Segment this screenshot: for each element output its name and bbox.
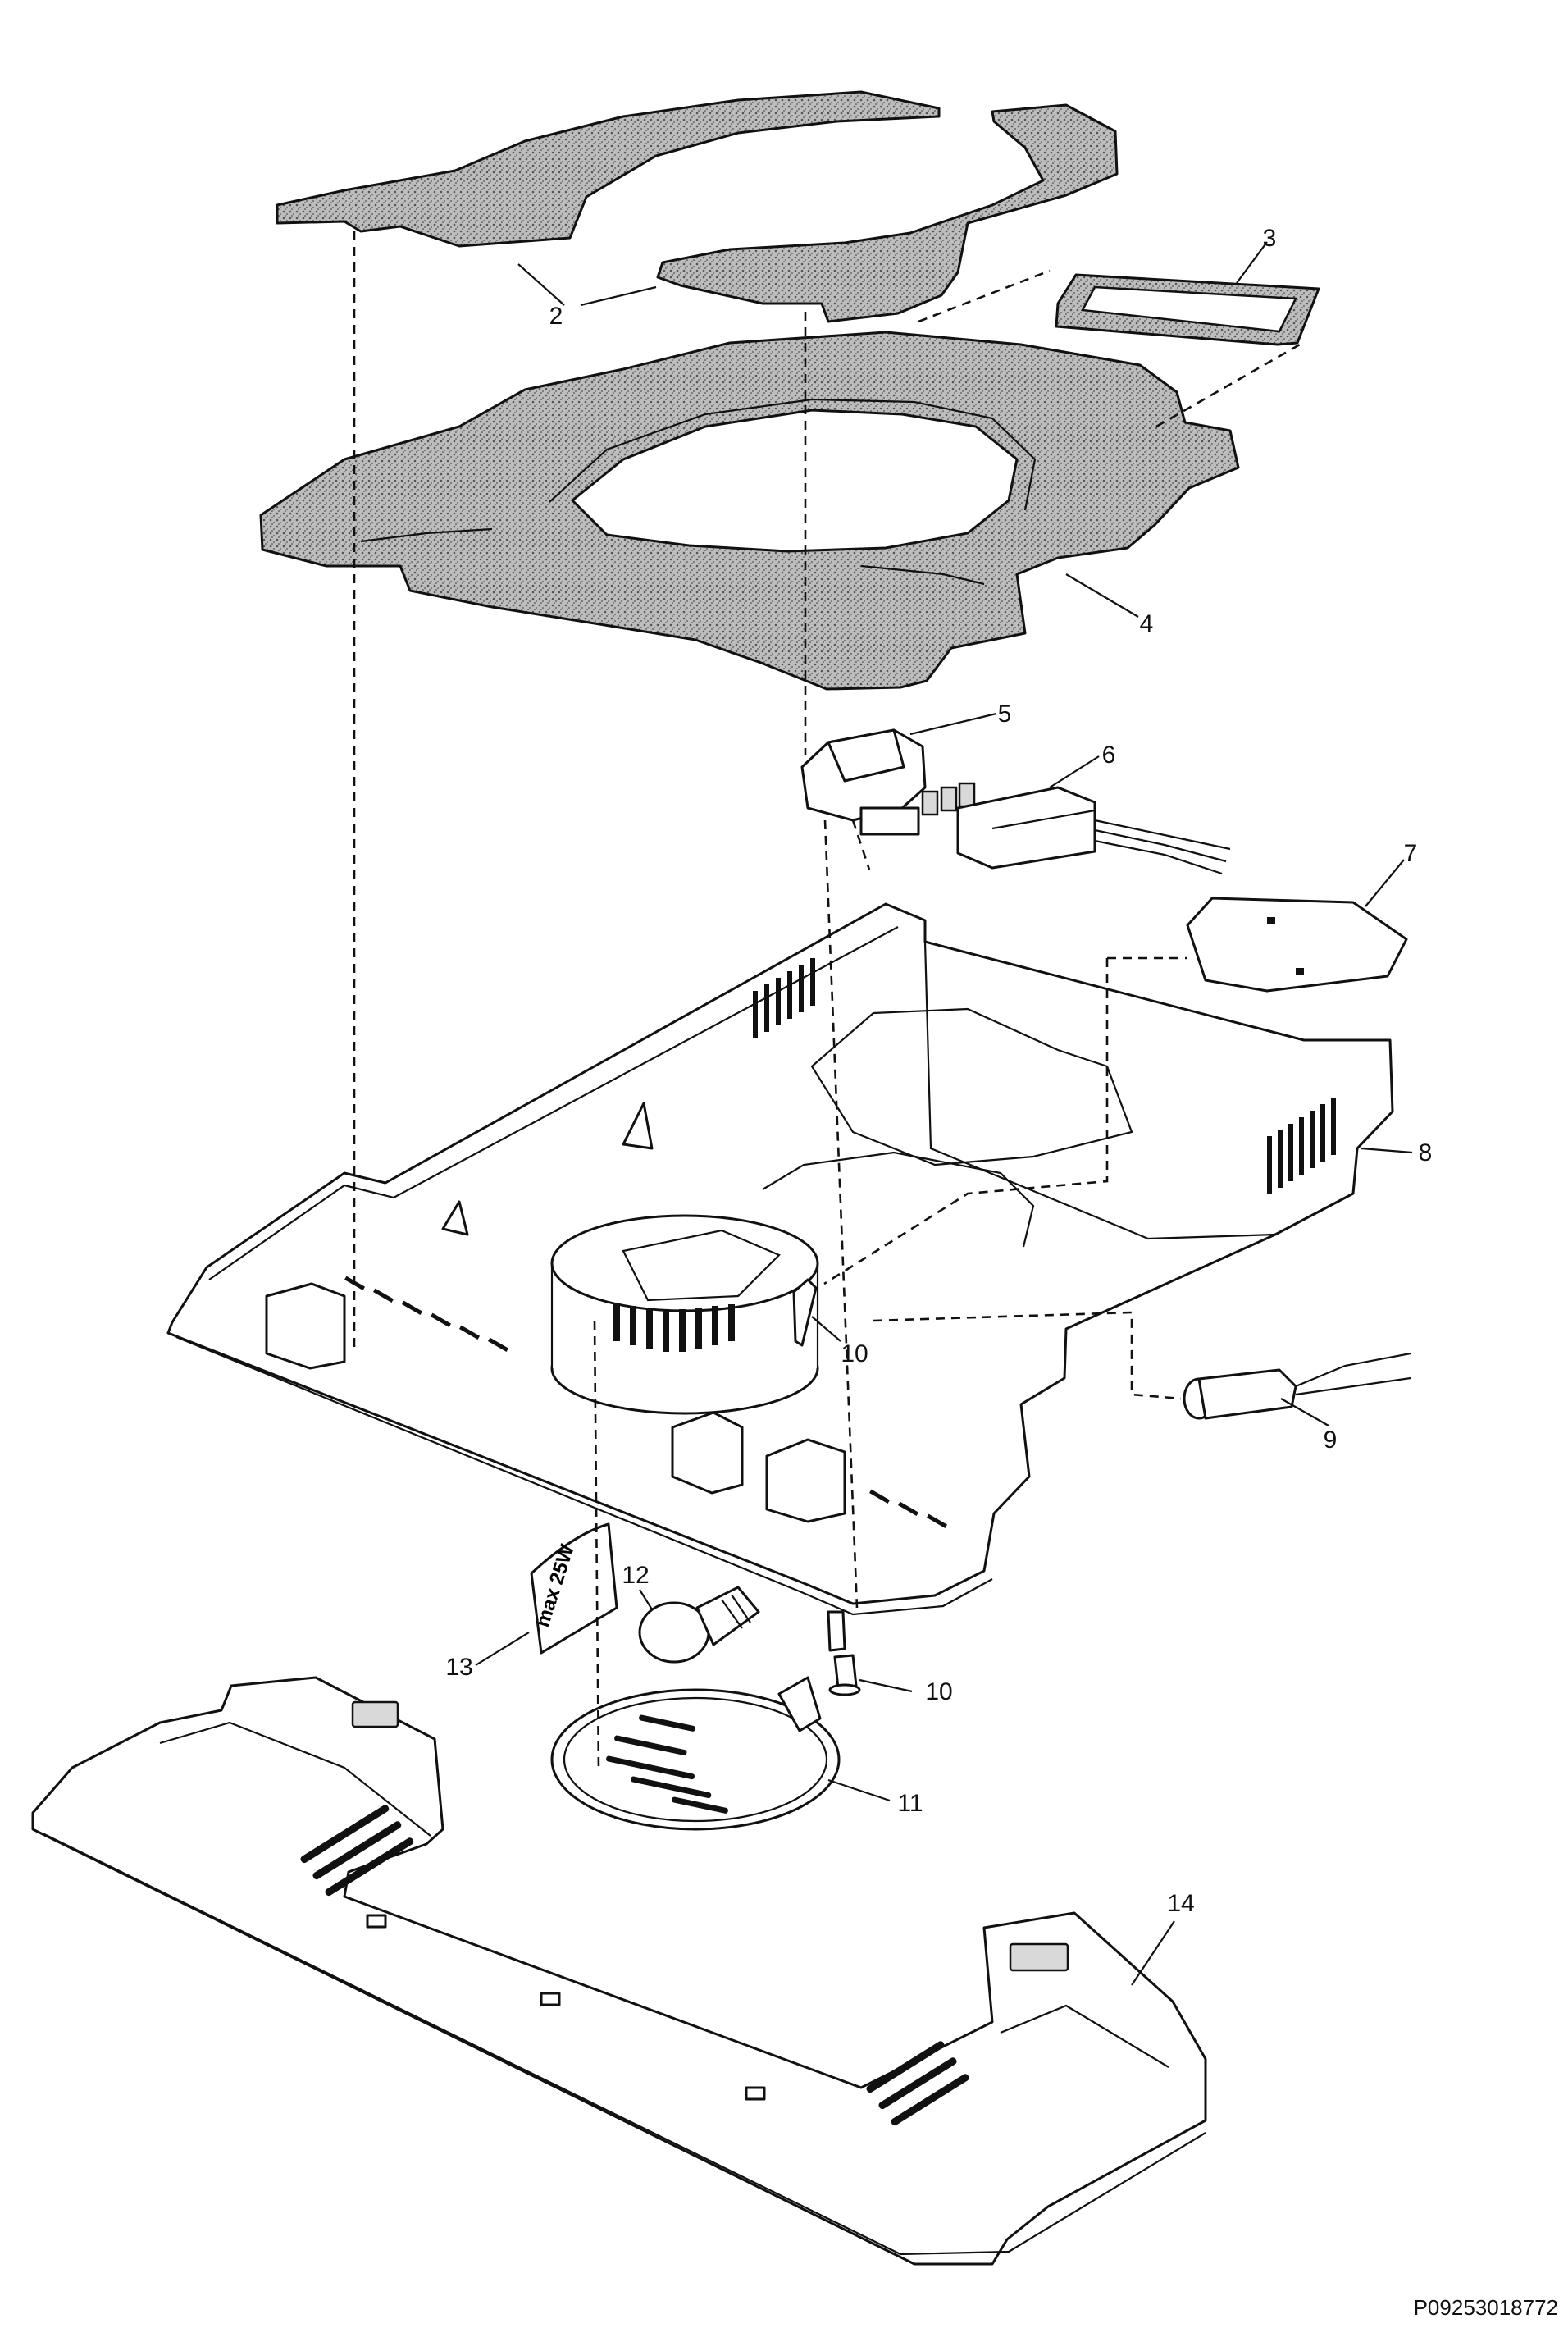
part-11-lamp-cover	[550, 1676, 841, 1831]
part-9-lamp-holder	[1183, 1352, 1411, 1420]
callout-10-lower: 10	[925, 1678, 952, 1705]
callout-14: 14	[1167, 1890, 1194, 1917]
callout-7: 7	[1404, 840, 1418, 867]
callout-labels: 2 3 4 5 6 7 8 9 10 10 11 12 13 14	[445, 225, 1432, 1917]
document-id: P09253018772	[1414, 2295, 1558, 2320]
part-6-connector	[956, 786, 1231, 875]
callout-4: 4	[1140, 610, 1154, 637]
part-7-cover-plate	[1186, 897, 1408, 993]
part-10-screws	[792, 1278, 861, 1696]
callout-5: 5	[998, 701, 1012, 728]
part-8-lamp-housing	[166, 902, 1394, 1616]
callout-3: 3	[1263, 225, 1277, 252]
callout-8: 8	[1419, 1139, 1433, 1166]
part-3-gasket	[1055, 273, 1320, 346]
assembly-guide-lines	[353, 231, 1301, 1773]
callout-leaders	[475, 241, 1413, 1986]
callout-6: 6	[1102, 742, 1116, 769]
part-5-thermostat	[800, 728, 976, 836]
callout-2: 2	[549, 303, 563, 330]
part-2-insulation-pads	[276, 90, 1119, 323]
part-4-foam-liner	[259, 331, 1240, 691]
callout-9: 9	[1324, 1426, 1338, 1454]
callout-11: 11	[897, 1790, 923, 1817]
part-12-bulb	[638, 1586, 760, 1664]
callout-10-upper: 10	[841, 1340, 868, 1367]
callout-13: 13	[445, 1654, 472, 1681]
callout-12: 12	[622, 1562, 649, 1589]
part-14-lower-cover	[31, 1676, 1207, 2266]
part-13-bulb-sticker: max 25W	[530, 1522, 618, 1655]
